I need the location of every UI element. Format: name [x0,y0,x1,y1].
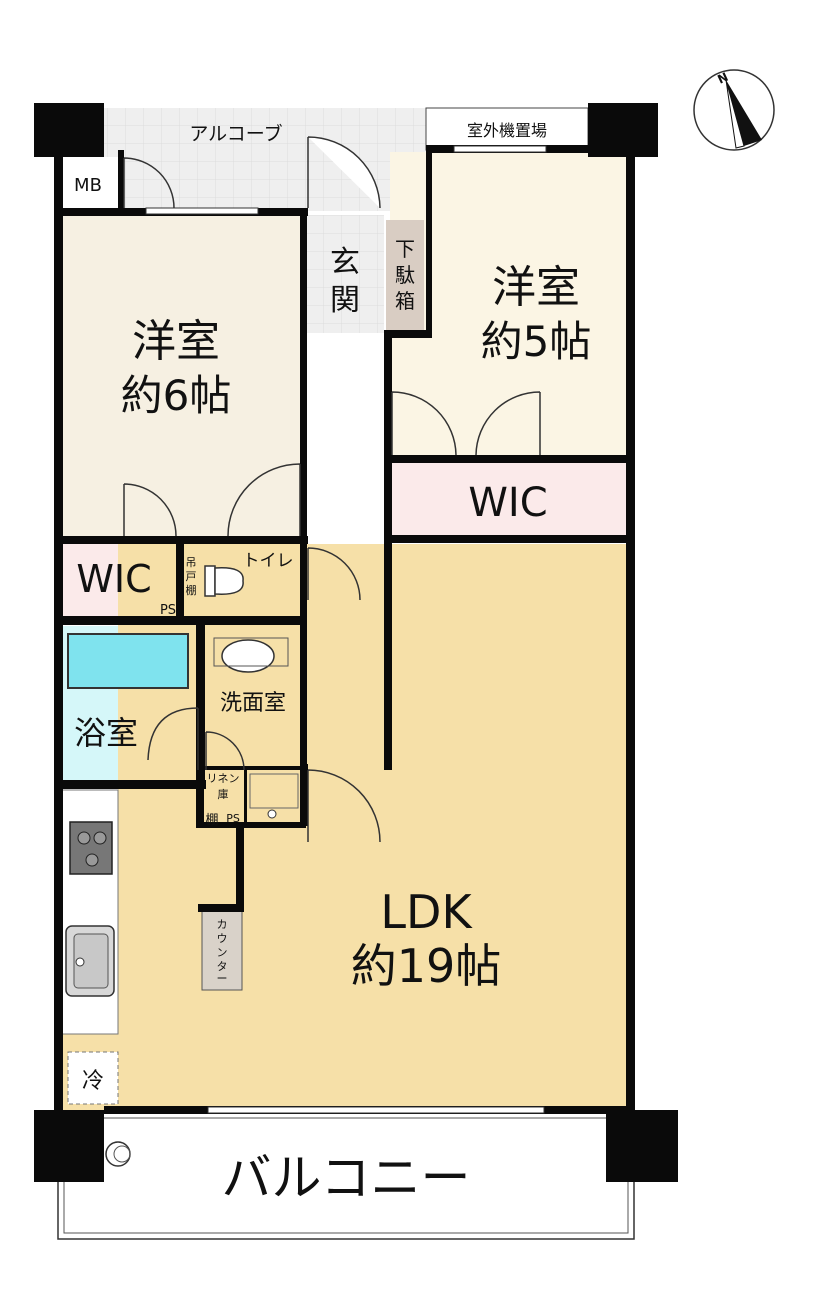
linen-label-2: 庫 [218,787,229,801]
counter [201,909,243,991]
counter-label-5: ー [217,972,228,985]
western-5-size: 約5帖 [481,317,592,366]
mb-label: MB [74,175,102,196]
wash-basin-icon [221,639,275,673]
entrance-label-2: 関 [330,283,360,318]
drain-icon [105,1141,131,1167]
shoe-box [386,220,424,330]
wic-left-label: WIC [76,557,151,601]
toilet-icon [204,565,244,597]
western-6-size: 約6帖 [121,371,232,420]
wic-right-label: WIC [468,480,547,526]
hanging-shelf-label-2: 戸 [186,570,197,583]
sink-icon [65,925,115,997]
doors [123,136,541,843]
washroom-label: 洗面室 [220,691,286,716]
laundry-tap-icon [249,773,299,819]
balcony-area [57,1111,635,1240]
stove-icon [69,821,113,875]
entrance-area [306,215,384,333]
fridge-label: 冷 [82,1069,104,1094]
counter-label-3: ン [217,946,228,959]
shelf-label: 棚 [205,813,218,828]
hanging-shelf-label-3: 棚 [186,583,197,597]
western-room-6 [62,216,302,538]
fridge-space [67,1051,119,1105]
ldk-room [118,544,628,1110]
bath-label: 浴室 [74,714,138,752]
windows [145,145,547,1114]
counter-label-1: カ [217,918,228,931]
western-6-name: 洋室 [132,316,220,367]
toilet-label: トイレ [243,551,294,571]
hanging-shelf-label-1: 吊 [186,556,197,569]
counter-label-4: タ [217,960,228,973]
shoe-box-label-1: 下 [395,237,415,261]
wic-right-room [390,463,628,537]
ps-left-label: PS [160,603,176,618]
western-5-name: 洋室 [492,262,580,313]
counter-label-2: ウ [217,932,228,945]
mb-room [62,157,120,210]
ldk-size: 約19帖 [351,939,502,993]
balcony-label: バルコニー [222,1149,471,1207]
shoe-box-label-3: 箱 [395,289,415,313]
compass-icon: N [693,69,775,151]
alcove-label: アルコーブ [189,122,282,145]
ldk-name: LDK [380,885,473,939]
ps-bottom-label: PS [226,812,240,825]
bathtub [67,633,189,689]
outdoor-unit-label: 室外機置場 [467,121,547,140]
linen-label-1: リネン [207,772,240,785]
shoe-box-label-2: 駄 [395,263,415,287]
entrance-label-1: 玄 [330,245,360,280]
